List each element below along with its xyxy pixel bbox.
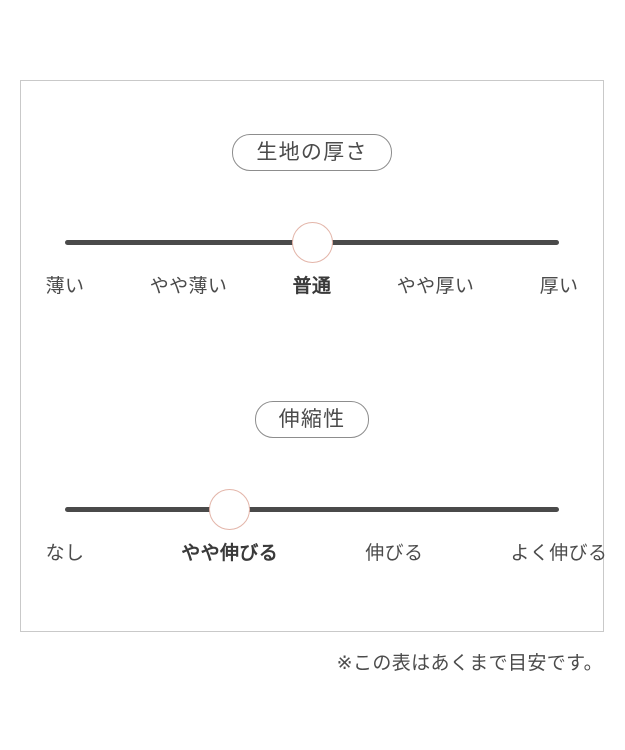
scale-label-slightly-thin: やや薄い xyxy=(149,275,228,297)
selection-halo-icon xyxy=(291,221,333,263)
track-line-stretchiness xyxy=(65,506,559,512)
section-title-wrap-fabric-thickness: 生地の厚さ xyxy=(21,134,603,171)
scale-section-stretchiness: 伸縮性 xyxy=(21,401,607,569)
scale-labels-fabric-thickness: 薄い やや薄い 普通 やや厚い 厚い xyxy=(21,274,603,302)
disclaimer-note: ※この表はあくまで目安です。 xyxy=(336,652,603,674)
scale-label-slightly-stretchy: やや伸びる xyxy=(181,542,279,564)
scale-label-slightly-thick: やや厚い xyxy=(396,275,475,297)
scale-track-stretchiness xyxy=(21,486,603,532)
track-dots-stretchiness xyxy=(65,486,559,532)
scale-label-none: なし xyxy=(45,542,85,564)
track-dots-fabric-thickness xyxy=(65,219,559,265)
section-title-wrap-stretchiness: 伸縮性 xyxy=(21,401,603,438)
scale-label-normal: 普通 xyxy=(292,275,332,297)
scale-label-thick: 厚い xyxy=(539,275,579,297)
scale-label-very-stretchy: よく伸びる xyxy=(510,542,608,564)
section-title-stretchiness: 伸縮性 xyxy=(254,401,370,438)
section-title-fabric-thickness: 生地の厚さ xyxy=(232,134,392,171)
scale-section-fabric-thickness: 生地の厚さ xyxy=(21,134,603,302)
scale-label-stretchy: 伸びる xyxy=(365,542,424,564)
scale-label-thin: 薄い xyxy=(45,275,85,297)
scale-track-fabric-thickness xyxy=(21,219,603,265)
selection-halo-icon xyxy=(209,488,251,530)
fabric-spec-card: 生地の厚さ xyxy=(20,80,607,632)
scale-labels-stretchiness: なし やや伸びる 伸びる よく伸びる xyxy=(21,541,607,569)
